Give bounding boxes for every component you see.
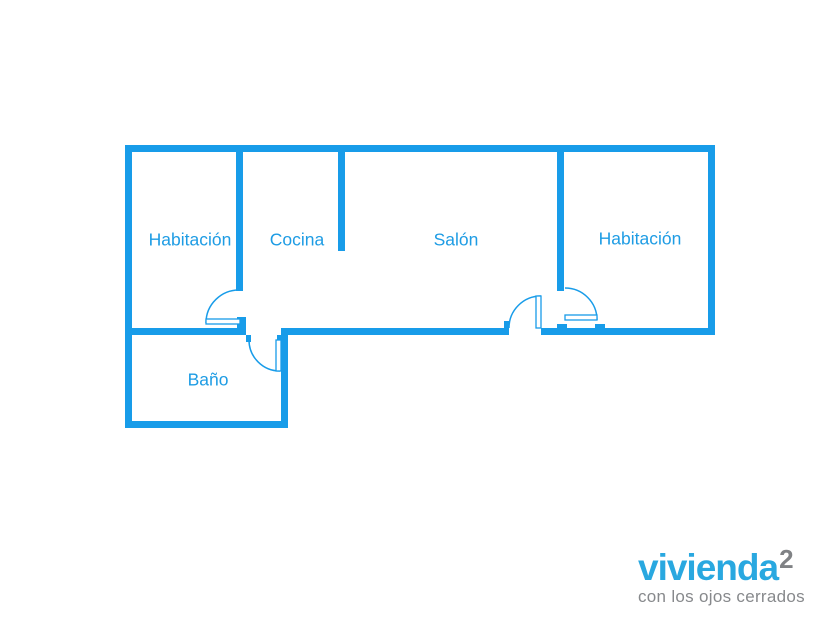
wall-bano-right	[281, 328, 288, 428]
wall-left	[125, 145, 132, 428]
room-label-habitacion-right: Habitación	[598, 228, 682, 249]
room-label-habitacion-left: Habitación	[148, 229, 232, 250]
door-arc-habitacion-left	[205, 289, 241, 324]
wall-bano-bottom	[125, 421, 288, 428]
jamb-bano-left	[246, 335, 251, 342]
wall-bottom-left	[125, 328, 246, 335]
door-leaf-habitacion-right	[564, 314, 598, 321]
wall-right	[708, 145, 715, 335]
brand-superscript: 2	[779, 544, 794, 574]
jamb-entrance-left	[504, 321, 509, 328]
brand-name: vivienda	[638, 547, 779, 588]
door-arc-bano	[248, 339, 281, 372]
wall-top	[125, 145, 715, 152]
room-label-bano: Baño	[187, 369, 229, 390]
wall-salon-habitacion	[557, 152, 564, 291]
door-leaf-entrance	[535, 295, 542, 329]
room-label-cocina: Cocina	[269, 229, 325, 250]
doors	[205, 287, 598, 372]
wall-habitacion-cocina	[236, 152, 243, 291]
wall-bottom-middle	[281, 328, 509, 335]
brand-tagline: con los ojos cerrados	[638, 587, 805, 606]
room-label-salon: Salón	[433, 229, 479, 250]
jamb-salon-divider-base	[557, 324, 567, 335]
walls	[125, 145, 715, 428]
jamb-bano-right	[277, 335, 282, 342]
brand-wordmark: vivienda2	[638, 546, 805, 588]
door-leaf-bano	[275, 339, 282, 372]
jamb-habitacion-left	[237, 317, 246, 328]
brand-logo: vivienda2 con los ojos cerrados	[638, 546, 805, 606]
jamb-habitacion-right	[595, 324, 605, 331]
door-leaf-habitacion-left	[205, 318, 241, 325]
wall-bottom-right	[541, 328, 715, 335]
wall-cocina-salon	[338, 152, 345, 251]
